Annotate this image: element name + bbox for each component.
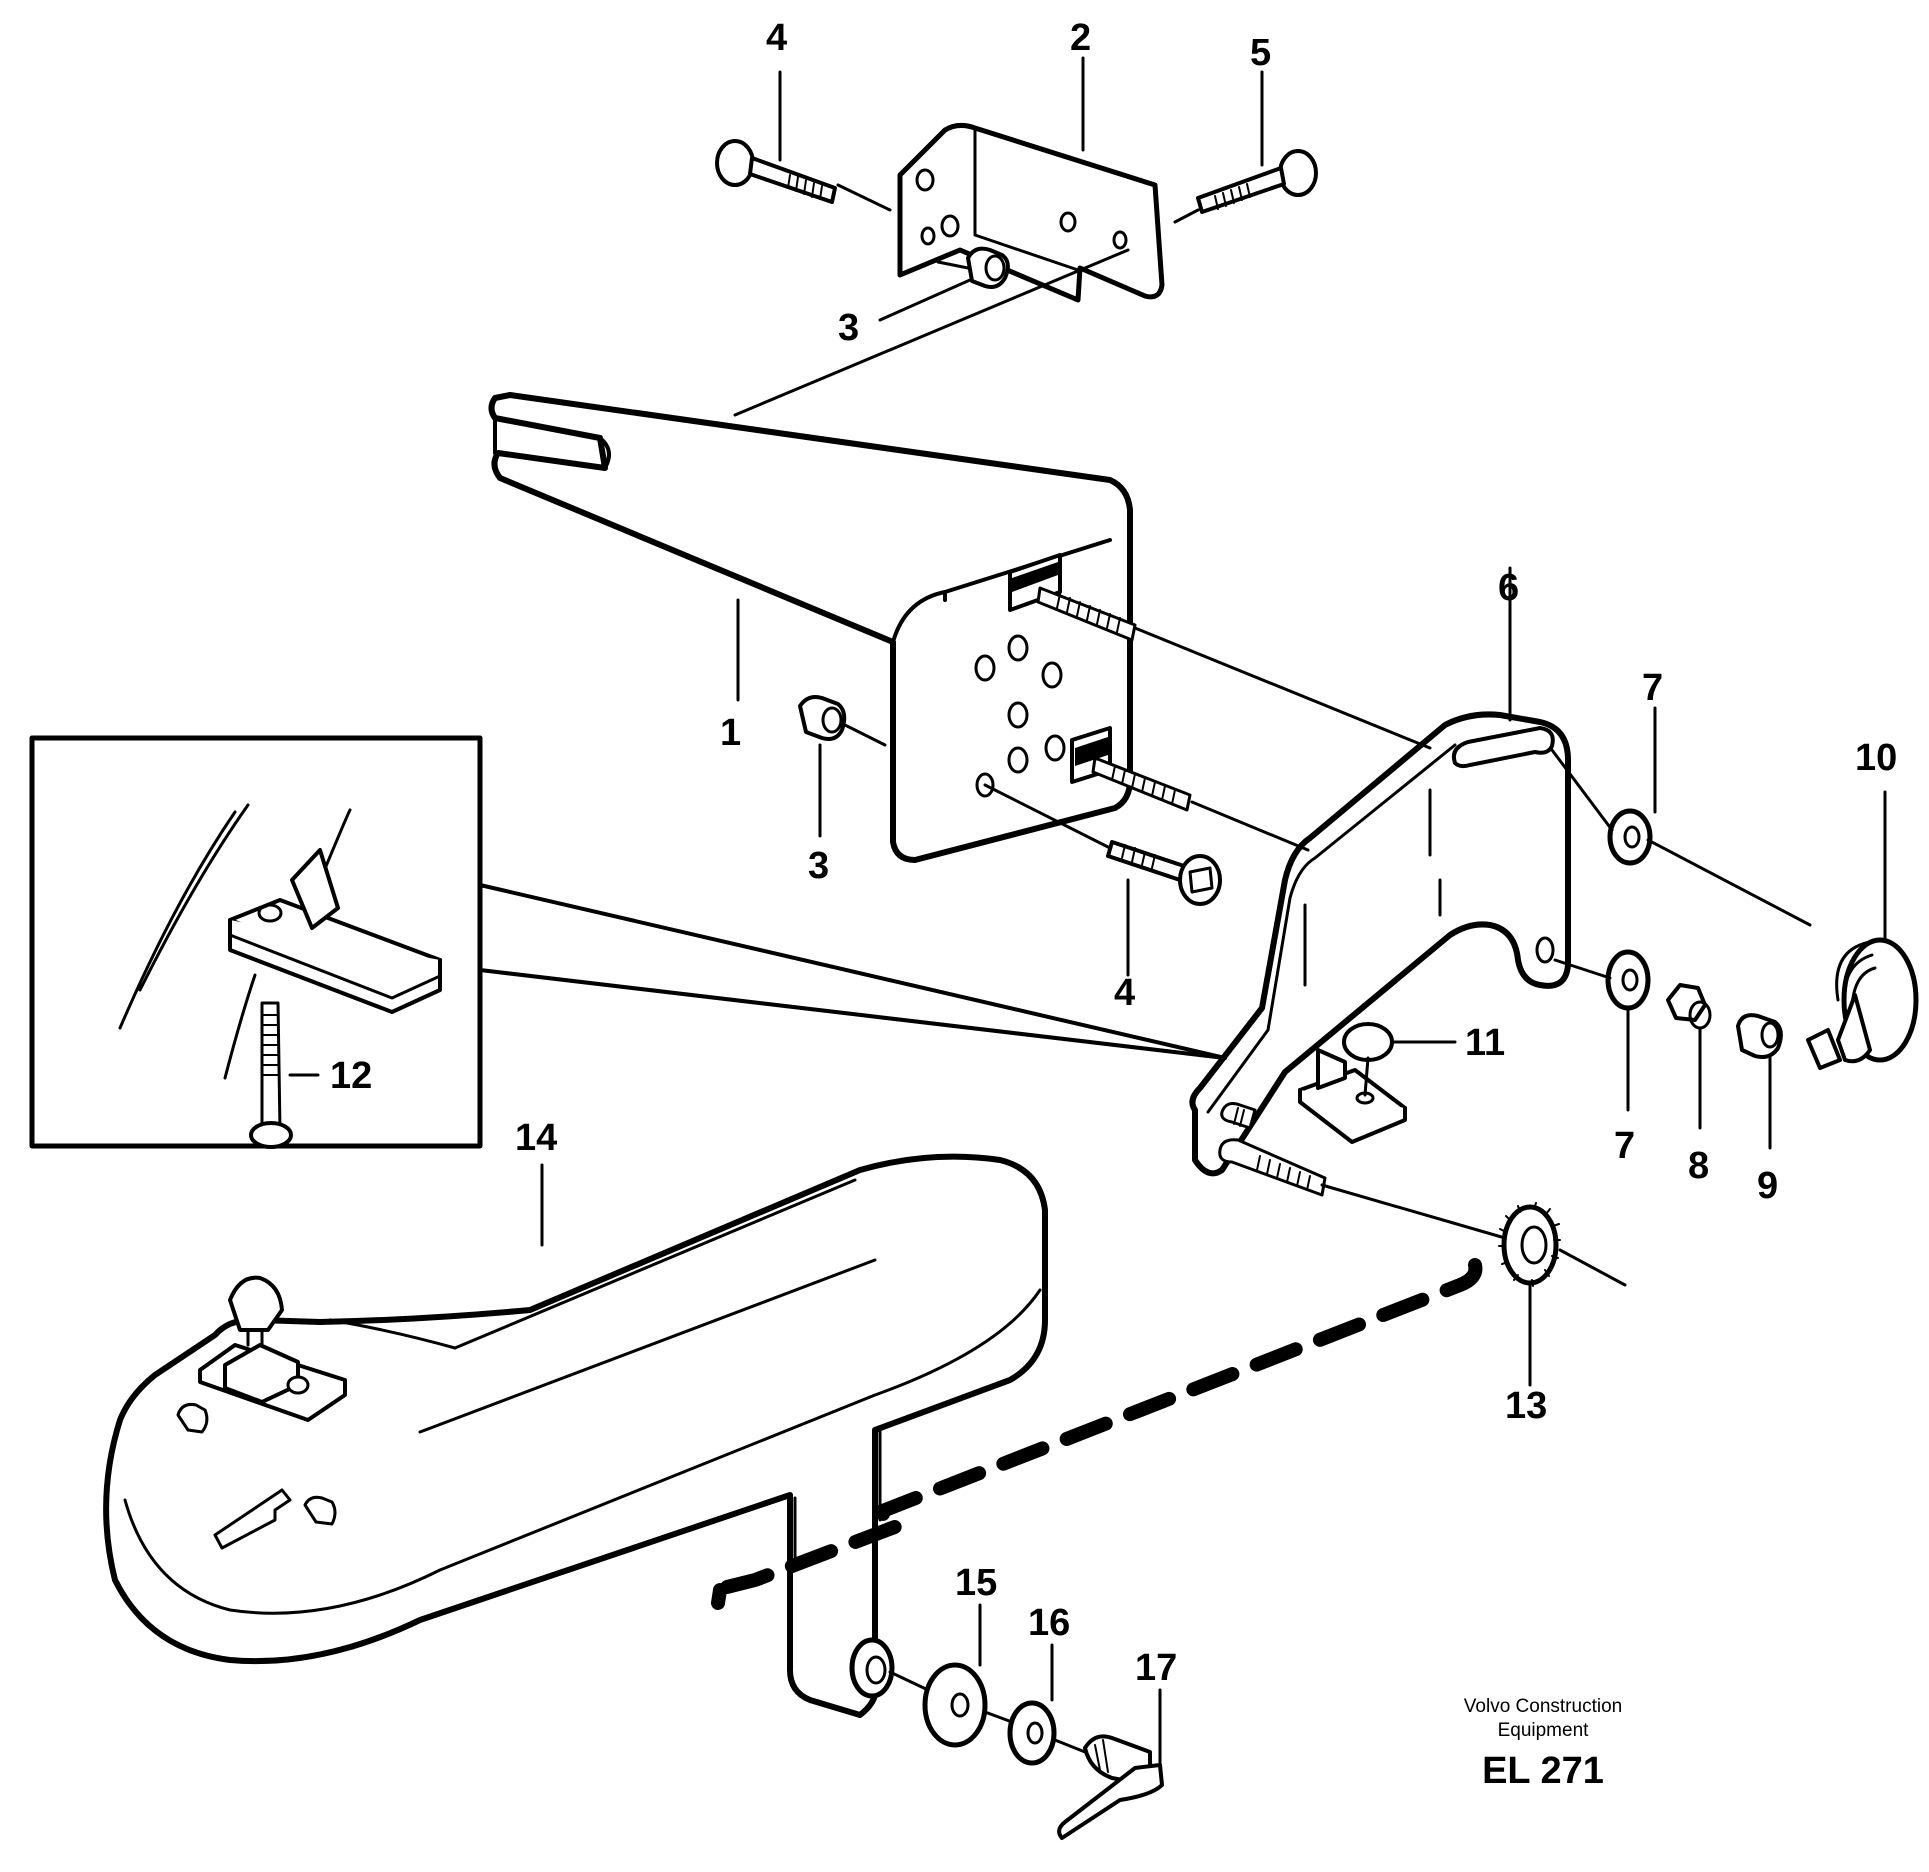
callout-4-top: 4 <box>766 17 787 59</box>
armrest-part-14 <box>103 1153 1048 1718</box>
dashed-guide-line <box>708 1258 1483 1610</box>
detail-inset <box>29 735 483 1149</box>
lock-washer-part-13 <box>1498 1202 1561 1287</box>
drawing-code: EL 271 <box>1482 1750 1604 1792</box>
callout-13: 13 <box>1505 1385 1547 1427</box>
support-plate-part-6 <box>1189 711 1571 1177</box>
knob-part-10 <box>1806 937 1919 1070</box>
callout-3-top: 3 <box>838 307 859 349</box>
callout-14: 14 <box>515 1117 557 1159</box>
callout-3-middle: 3 <box>808 845 829 887</box>
callout-17: 17 <box>1135 1647 1177 1689</box>
callout-5: 5 <box>1250 32 1271 74</box>
callout-4-middle: 4 <box>1114 972 1135 1014</box>
inset-pointer-line <box>478 883 1227 1060</box>
nut-part-8 <box>1666 983 1712 1030</box>
callout-8: 8 <box>1688 1145 1709 1187</box>
armrest-pivot <box>849 1637 895 1699</box>
stud-bolts-lower <box>1218 1102 1327 1197</box>
bolt-part-4-middle <box>1106 840 1222 906</box>
stud-bolts-on-bracket <box>1008 553 1192 812</box>
lever-handle-part-17 <box>1057 1734 1164 1840</box>
spacer-part-3-top <box>966 246 1010 289</box>
callout-numbers: 1 2 3 3 4 4 5 6 7 7 8 9 10 11 12 13 14 1… <box>330 17 1897 1689</box>
spacer-part-3-middle <box>798 695 847 741</box>
callout-1: 1 <box>720 712 741 754</box>
washer-part-15 <box>922 1662 988 1748</box>
bolt-part-5-top <box>1196 149 1318 214</box>
callout-16: 16 <box>1028 1602 1070 1644</box>
callout-6: 6 <box>1498 567 1519 609</box>
maker-name-line1: Volvo Construction <box>1464 1696 1622 1717</box>
callout-15: 15 <box>955 1562 997 1604</box>
footer: Volvo Construction Equipment EL 271 <box>1464 1696 1622 1792</box>
cap-part-9 <box>1736 1013 1783 1059</box>
bolt-part-4-top <box>715 139 837 204</box>
latch-clip-part-11 <box>1298 1022 1407 1144</box>
leader-lines <box>288 56 1887 1767</box>
angle-bracket-part-2 <box>897 122 1165 303</box>
callout-7-upper: 7 <box>1642 667 1663 709</box>
callout-11: 11 <box>1465 1022 1505 1064</box>
washer-part-7-lower <box>1605 949 1651 1011</box>
callout-9: 9 <box>1757 1165 1778 1207</box>
washer-part-16 <box>1007 1700 1057 1766</box>
callout-12: 12 <box>330 1055 372 1097</box>
main-bracket-part-1 <box>488 392 1133 863</box>
callout-10: 10 <box>1855 737 1897 779</box>
callout-2: 2 <box>1070 17 1091 59</box>
maker-name-line2: Equipment <box>1498 1720 1590 1741</box>
washer-part-7-upper <box>1607 808 1653 866</box>
callout-7-lower: 7 <box>1614 1125 1635 1167</box>
